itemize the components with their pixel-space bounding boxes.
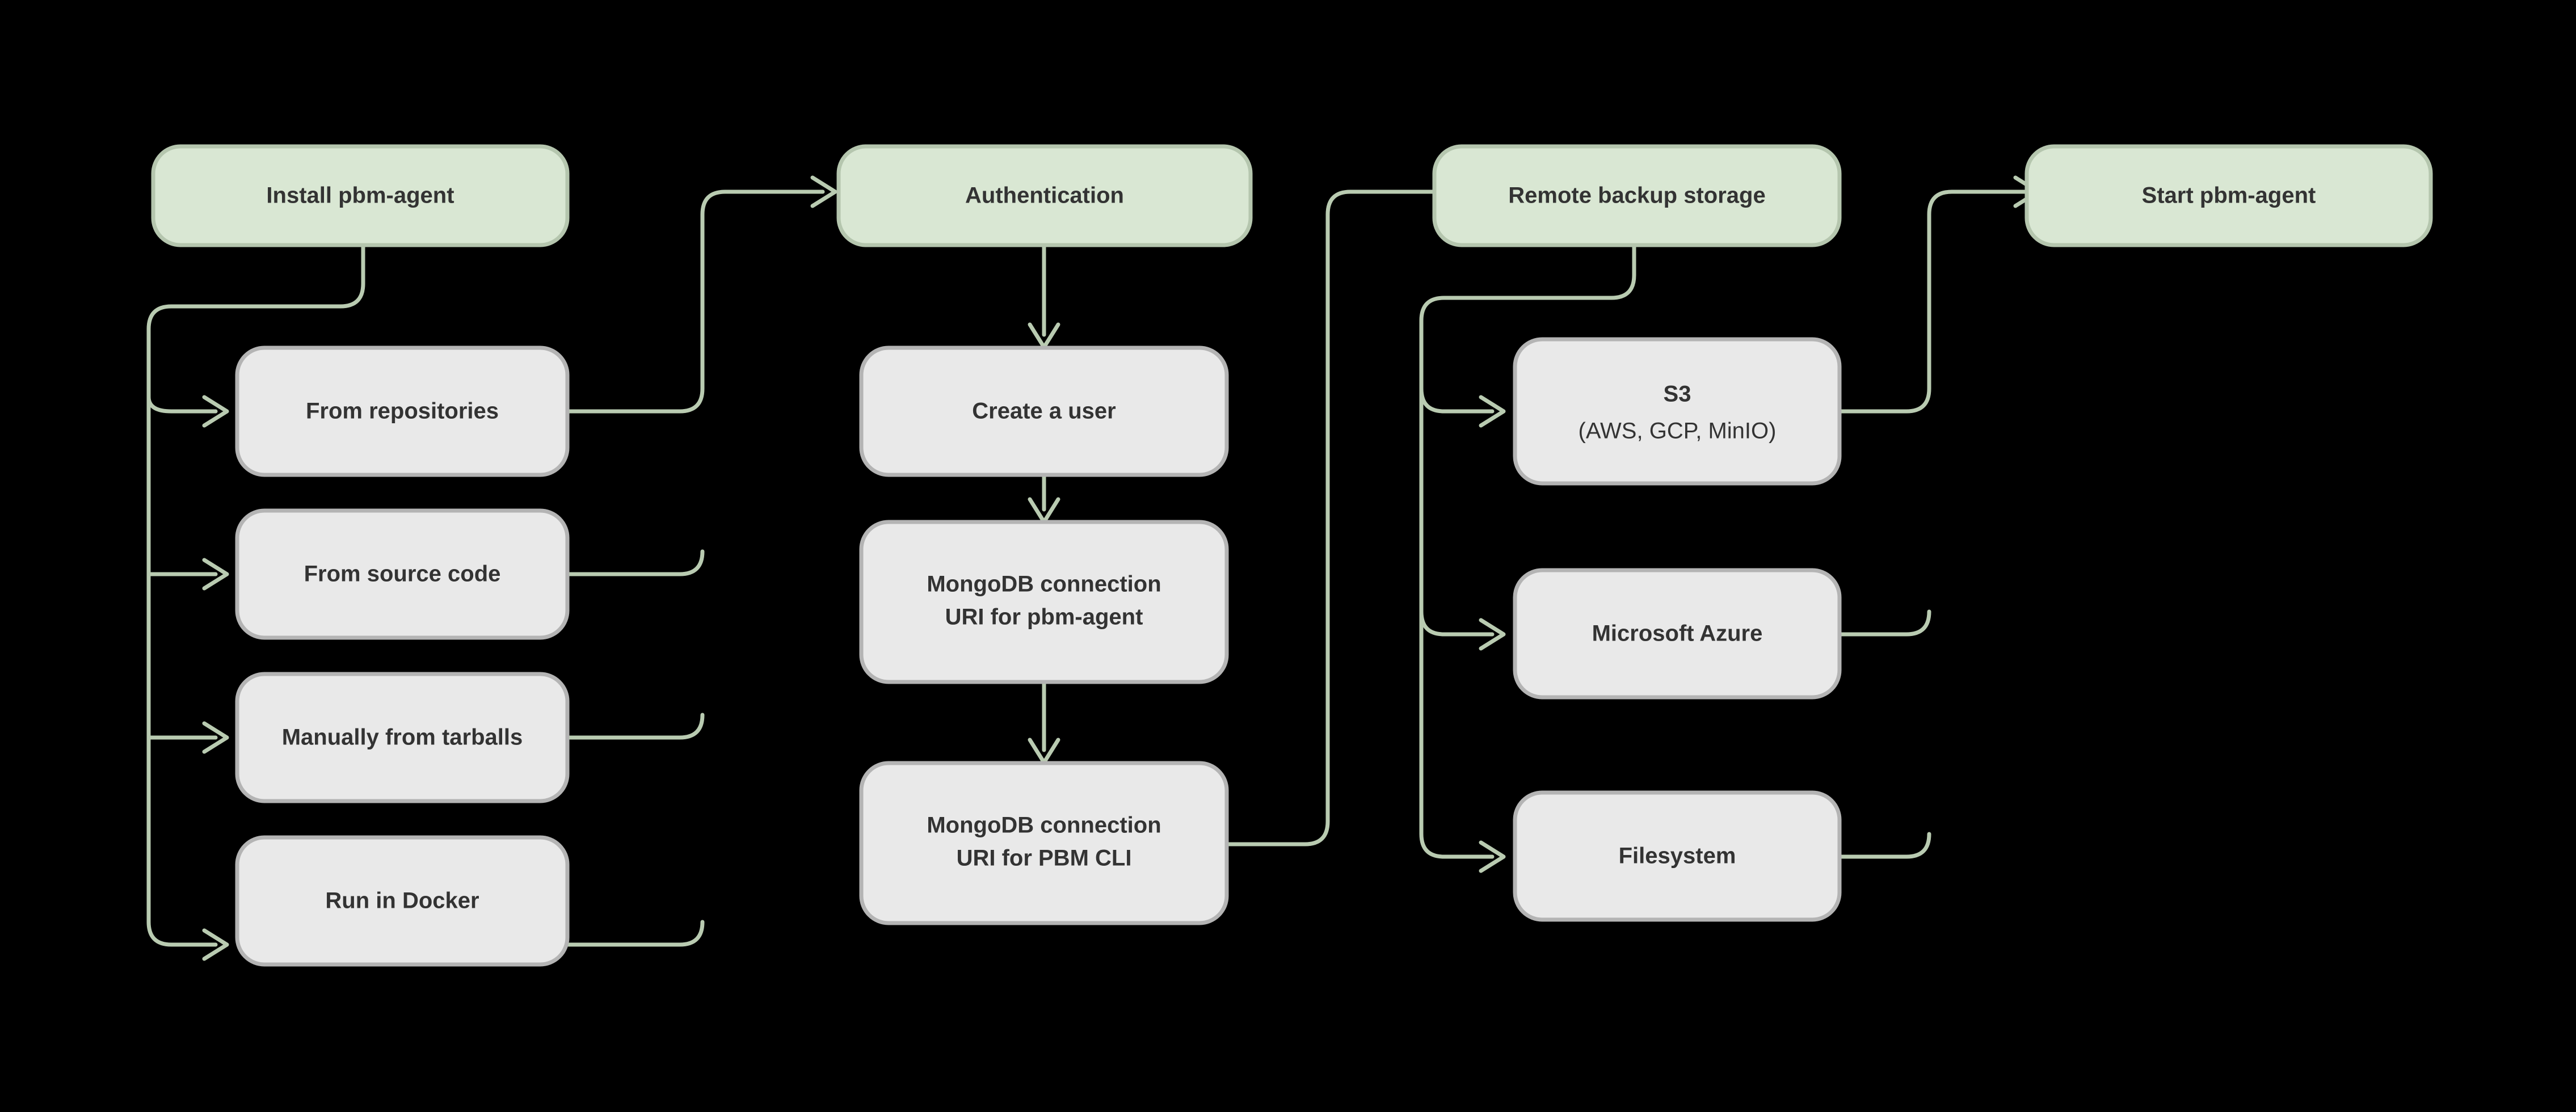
edges-auth-chain — [1028, 243, 1060, 765]
edge-tarballs-merge — [565, 713, 705, 740]
edge-storage-to-s3 — [1419, 386, 1495, 414]
node-authentication-label: Authentication — [965, 183, 1124, 208]
node-run-in-docker-shape[interactable] — [235, 835, 570, 967]
node-authentication-shape[interactable] — [836, 144, 1253, 247]
arrowhead-source — [202, 558, 229, 591]
node-microsoft-azure[interactable]: Microsoft Azure — [1513, 568, 1842, 700]
edge-storage-to-azure — [1419, 609, 1495, 637]
edges-install-branch — [146, 243, 365, 961]
node-from-repositories-label: From repositories — [306, 399, 499, 424]
node-from-source-code[interactable]: From source code — [235, 508, 570, 640]
node-manually-from-tarballs[interactable]: Manually from tarballs — [235, 672, 570, 803]
arrowhead-authentication — [810, 175, 837, 208]
node-install-pbm-agent-label: Install pbm-agent — [266, 183, 454, 208]
node-create-a-user[interactable]: Create a user — [859, 346, 1229, 477]
node-mongodb-uri-pbm-agent[interactable]: MongoDB connection URI for pbm-agent — [859, 520, 1229, 684]
node-authentication[interactable]: Authentication — [836, 144, 1253, 247]
node-manually-from-tarballs-label: Manually from tarballs — [282, 725, 523, 750]
node-filesystem-label: Filesystem — [1619, 844, 1736, 869]
node-install-pbm-agent-shape[interactable] — [151, 144, 570, 247]
node-from-repositories-shape[interactable] — [235, 346, 570, 477]
node-from-source-code-shape[interactable] — [235, 508, 570, 640]
node-start-pbm-agent-label: Start pbm-agent — [2142, 183, 2316, 208]
arrowhead-azure — [1479, 618, 1506, 651]
node-start-pbm-agent-shape[interactable] — [2024, 144, 2433, 247]
arrowhead-docker — [202, 928, 229, 961]
node-microsoft-azure-shape[interactable] — [1513, 568, 1842, 700]
edges-storage-merge — [1837, 175, 2040, 859]
edge-repos-merge — [565, 189, 825, 414]
arrowhead-tarballs — [202, 721, 229, 754]
edge-s3-merge — [1837, 189, 2028, 414]
node-mongodb-uri-pbm-cli[interactable]: MongoDB connection URI for PBM CLI — [859, 761, 1229, 925]
edge-source-merge — [565, 549, 705, 576]
edge-install-to-repos — [146, 395, 218, 414]
node-microsoft-azure-label: Microsoft Azure — [1592, 621, 1763, 646]
edge-azure-merge — [1837, 609, 1931, 637]
edge-install-trunk — [146, 243, 365, 947]
edges-auth-to-storage — [1224, 175, 1462, 846]
edges-storage-branch — [1419, 243, 1636, 873]
node-start-pbm-agent[interactable]: Start pbm-agent — [2024, 144, 2433, 247]
edge-storage-trunk — [1419, 243, 1636, 859]
node-from-source-code-label: From source code — [304, 562, 501, 587]
node-s3-shape[interactable] — [1513, 337, 1842, 486]
node-mongodb-uri-pbm-agent-line1: MongoDB connection — [927, 572, 1161, 597]
node-remote-backup-storage-label: Remote backup storage — [1508, 183, 1765, 208]
node-mongodb-uri-pbm-cli-line1: MongoDB connection — [927, 813, 1161, 838]
node-s3[interactable]: S3 (AWS, GCP, MinIO) — [1513, 337, 1842, 486]
edges-install-merge — [565, 175, 837, 947]
arrowhead-filesystem — [1479, 840, 1506, 873]
node-install-pbm-agent[interactable]: Install pbm-agent — [151, 144, 570, 247]
node-remote-backup-storage[interactable]: Remote backup storage — [1432, 144, 1842, 247]
node-s3-line2: (AWS, GCP, MinIO) — [1579, 419, 1777, 444]
arrowhead-s3 — [1479, 395, 1506, 428]
arrowhead-repos — [202, 395, 229, 428]
node-mongodb-uri-pbm-cli-line2: URI for PBM CLI — [957, 846, 1132, 871]
edge-uricli-to-storage — [1224, 189, 1449, 846]
node-manually-from-tarballs-shape[interactable] — [235, 672, 570, 803]
node-run-in-docker-label: Run in Docker — [325, 888, 479, 913]
node-filesystem[interactable]: Filesystem — [1513, 790, 1842, 922]
node-mongodb-uri-pbm-agent-shape[interactable] — [859, 520, 1229, 684]
edge-docker-merge — [565, 920, 705, 947]
node-run-in-docker[interactable]: Run in Docker — [235, 835, 570, 967]
node-create-a-user-shape[interactable] — [859, 346, 1229, 477]
node-s3-line1: S3 — [1664, 382, 1691, 407]
node-create-a-user-label: Create a user — [972, 399, 1116, 424]
node-remote-backup-storage-shape[interactable] — [1432, 144, 1842, 247]
edge-fs-merge — [1837, 832, 1931, 859]
node-mongodb-uri-pbm-agent-line2: URI for pbm-agent — [945, 605, 1143, 630]
node-mongodb-uri-pbm-cli-shape[interactable] — [859, 761, 1229, 925]
node-from-repositories[interactable]: From repositories — [235, 346, 570, 477]
node-filesystem-shape[interactable] — [1513, 790, 1842, 922]
